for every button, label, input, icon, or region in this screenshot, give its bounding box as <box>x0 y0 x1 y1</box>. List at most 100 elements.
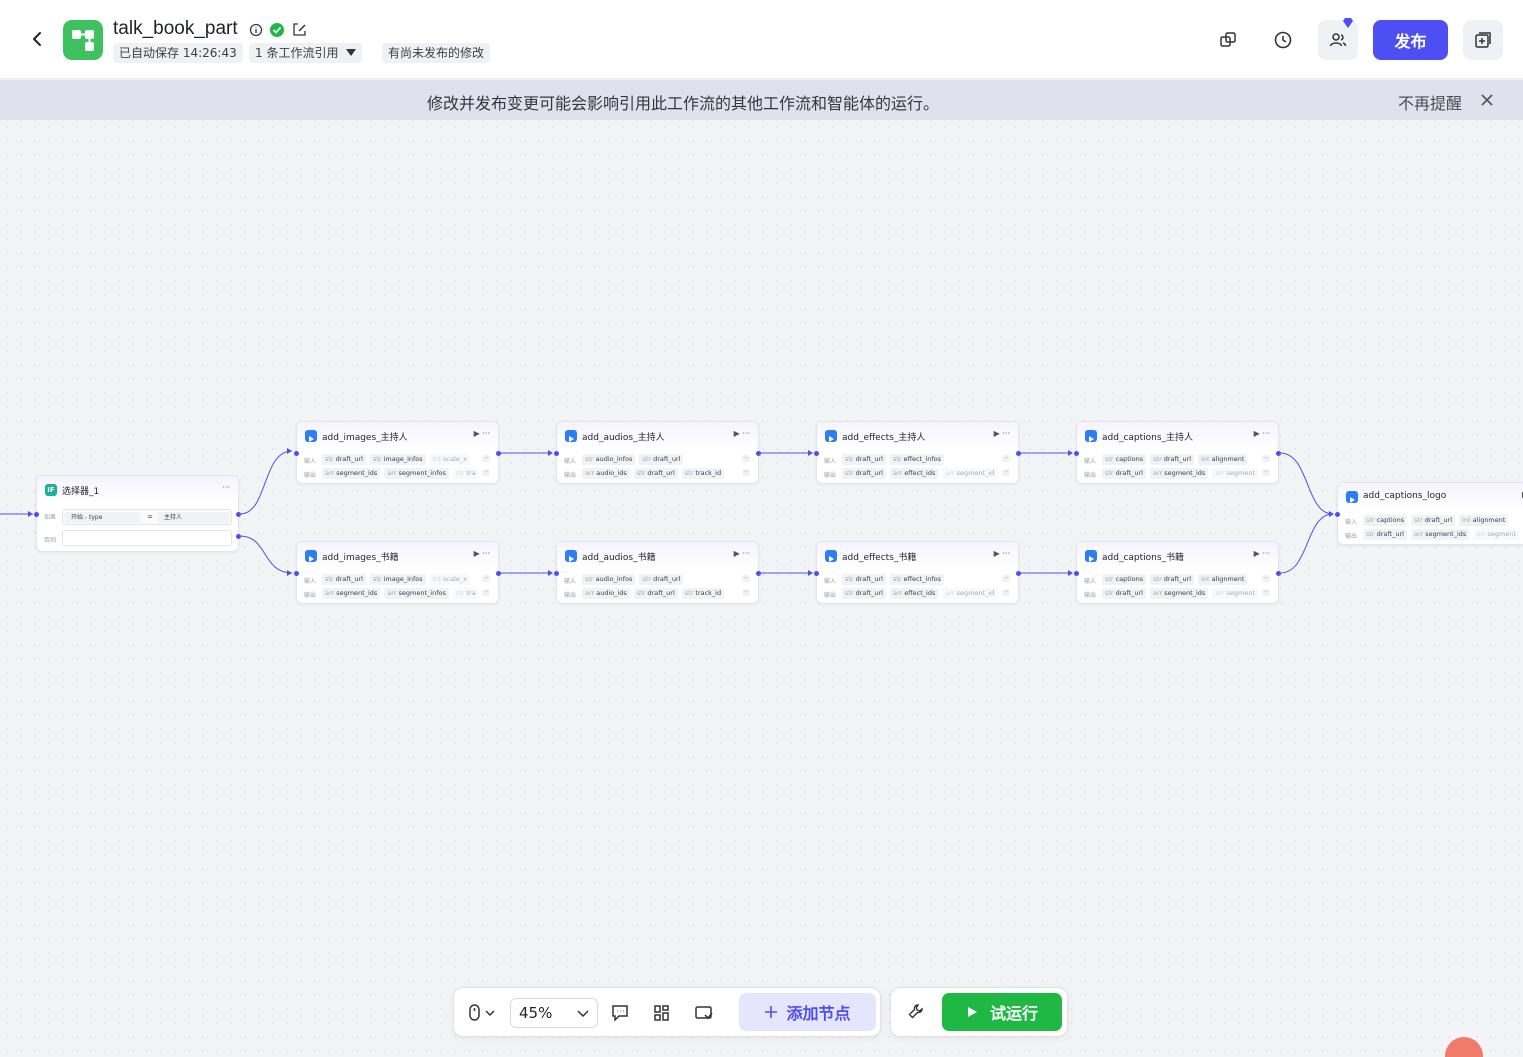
param-name: audio_infos <box>595 575 633 583</box>
input-port[interactable] <box>554 571 559 576</box>
node-actions[interactable]: ▶ <box>1522 490 1523 499</box>
output-port[interactable] <box>1016 451 1021 456</box>
auto-layout-button[interactable] <box>651 1002 673 1024</box>
param-type: str <box>1153 575 1162 583</box>
more-params-icon[interactable]: ·· <box>1002 575 1010 582</box>
node-title: add_captions_书籍 <box>1102 553 1185 563</box>
input-port[interactable] <box>34 512 39 517</box>
arrow-entry <box>28 511 33 517</box>
collaborators-button[interactable] <box>1318 18 1358 60</box>
more-params-icon[interactable]: ·· <box>482 575 490 582</box>
output-port[interactable] <box>1276 451 1281 456</box>
test-run-button[interactable]: 试运行 <box>942 993 1062 1031</box>
canvas-toolbar: 45% 添加节点 <box>453 987 881 1037</box>
assistant-avatar[interactable] <box>1445 1037 1483 1057</box>
more-params-icon[interactable]: ·· <box>1262 575 1270 582</box>
param-type: int <box>1201 455 1210 463</box>
input-port[interactable] <box>1335 512 1340 517</box>
debug-tools-button[interactable] <box>905 1001 927 1023</box>
param-type: str <box>1414 516 1423 524</box>
plugin-icon <box>305 430 317 442</box>
param-name: captions <box>1115 455 1144 463</box>
edit-icon[interactable] <box>291 22 307 38</box>
node-actions[interactable]: ▶ ··· <box>993 429 1010 438</box>
more-params-icon[interactable]: ·· <box>482 589 490 596</box>
copy-button[interactable] <box>1208 20 1248 60</box>
interaction-mode-button[interactable] <box>464 1002 500 1024</box>
output-port[interactable] <box>496 451 501 456</box>
comment-button[interactable] <box>609 1002 631 1024</box>
unpublished-badge: 有尚未发布的修改 <box>382 43 491 63</box>
more-params-icon[interactable]: ·· <box>1002 455 1010 462</box>
workflow-canvas[interactable]: IF 选择器_1 ··· 如果 开始 - type = 主持人 否则 add_i… <box>0 120 1523 1057</box>
input-port[interactable] <box>554 451 559 456</box>
node-actions[interactable]: ▶ ··· <box>1253 549 1270 558</box>
more-params-icon[interactable]: ·· <box>1002 469 1010 476</box>
node-actions[interactable]: ▶ ··· <box>1253 429 1270 438</box>
more-params-icon[interactable]: ·· <box>1262 589 1270 596</box>
plugin-icon <box>565 430 577 442</box>
minimap-button[interactable] <box>693 1002 715 1024</box>
more-params-icon[interactable]: ·· <box>482 455 490 462</box>
input-port[interactable] <box>294 451 299 456</box>
output-port[interactable] <box>496 571 501 576</box>
close-icon[interactable] <box>1479 92 1495 108</box>
zoom-select[interactable]: 45% <box>510 998 598 1028</box>
selector-node[interactable]: IF 选择器_1 ··· 如果 开始 - type = 主持人 否则 <box>34 475 241 552</box>
if-output-port[interactable] <box>236 512 241 517</box>
chevron-left-icon[interactable] <box>26 28 48 50</box>
else-output-port[interactable] <box>236 534 241 539</box>
minimap-icon <box>695 1006 713 1020</box>
output-port[interactable] <box>1276 571 1281 576</box>
plus-icon <box>765 1006 778 1018</box>
more-params-icon[interactable]: ·· <box>1262 469 1270 476</box>
more-params-icon[interactable]: ·· <box>742 589 750 596</box>
add-node-button[interactable]: 添加节点 <box>739 993 876 1031</box>
input-port[interactable] <box>1074 571 1079 576</box>
more-params-icon[interactable]: ·· <box>742 469 750 476</box>
dismiss-forever-link[interactable]: 不再提醒 <box>1398 94 1463 113</box>
output-port[interactable] <box>756 571 761 576</box>
node-actions[interactable]: ▶ ··· <box>733 429 750 438</box>
history-button[interactable] <box>1263 20 1303 60</box>
more-params-icon[interactable]: ·· <box>742 575 750 582</box>
output-port[interactable] <box>756 451 761 456</box>
publish-button[interactable]: 发布 <box>1373 20 1448 60</box>
param-name: draft_url <box>855 589 883 597</box>
node-actions[interactable]: ▶ ··· <box>473 429 490 438</box>
input-port[interactable] <box>814 571 819 576</box>
more-params-icon[interactable]: ·· <box>742 455 750 462</box>
add-window-button[interactable] <box>1463 20 1503 60</box>
more-params-icon[interactable]: ·· <box>1262 455 1270 462</box>
info-icon[interactable] <box>249 23 263 37</box>
more-params-icon[interactable]: ·· <box>482 469 490 476</box>
param-name: segment_infos <box>398 469 446 477</box>
input-port[interactable] <box>814 451 819 456</box>
condition-row[interactable]: 开始 - type = 主持人 <box>62 509 232 525</box>
plugin-node[interactable]: add_captions_logo▶输入strcaptionsstrdraft_… <box>1335 482 1523 545</box>
node-actions[interactable]: ▶ ··· <box>473 549 490 558</box>
more-icon[interactable]: ··· <box>222 483 230 492</box>
warning-banner: 修改并发布变更可能会影响引用此工作流的其他工作流和智能体的运行。 不再提醒 <box>0 80 1523 120</box>
more-params-icon[interactable]: ·· <box>1002 589 1010 596</box>
references-dropdown[interactable]: 1 条工作流引用 <box>249 43 363 63</box>
input-port[interactable] <box>294 571 299 576</box>
input-port[interactable] <box>1074 451 1079 456</box>
param-type: str <box>642 455 652 463</box>
output-port[interactable] <box>1016 571 1021 576</box>
node-actions[interactable]: ▶ ··· <box>733 549 750 558</box>
node-actions[interactable]: ▶ ··· <box>993 549 1010 558</box>
